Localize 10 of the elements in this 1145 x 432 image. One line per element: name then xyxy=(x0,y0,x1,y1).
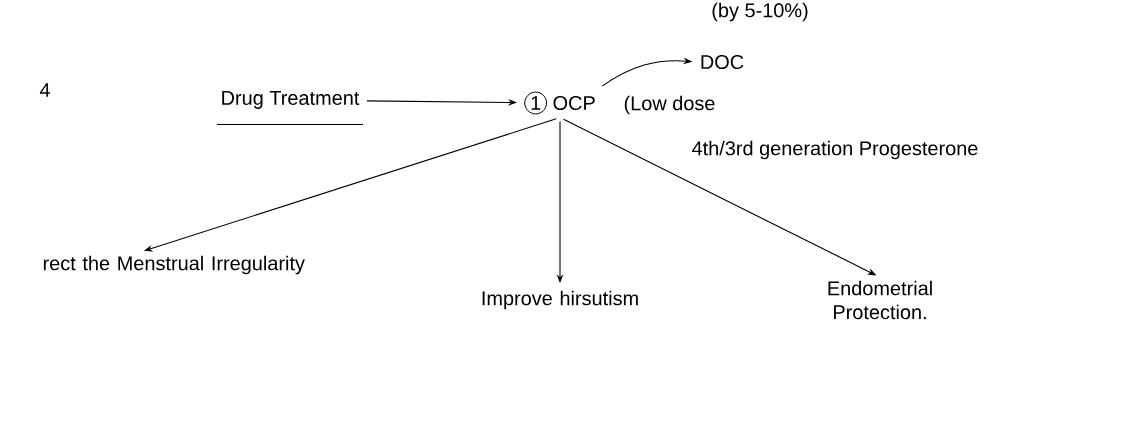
heading-text: Drug Treatment xyxy=(222,91,360,109)
abbreviation-text: DOC xyxy=(701,54,744,70)
note-text: 4 xyxy=(39,83,50,97)
node-text: 1 OCP xyxy=(524,91,595,115)
node-text: Endometrial Protection. xyxy=(828,280,932,320)
note-text: (Low dose xyxy=(624,95,715,115)
note-text: 4th/3rd generation Progesterone xyxy=(692,140,978,160)
node-text: rect the Menstrual Irregularity xyxy=(43,255,305,275)
note-text: (by 5-10%) xyxy=(712,2,808,22)
node-text: Improve hirsutism xyxy=(482,290,638,310)
